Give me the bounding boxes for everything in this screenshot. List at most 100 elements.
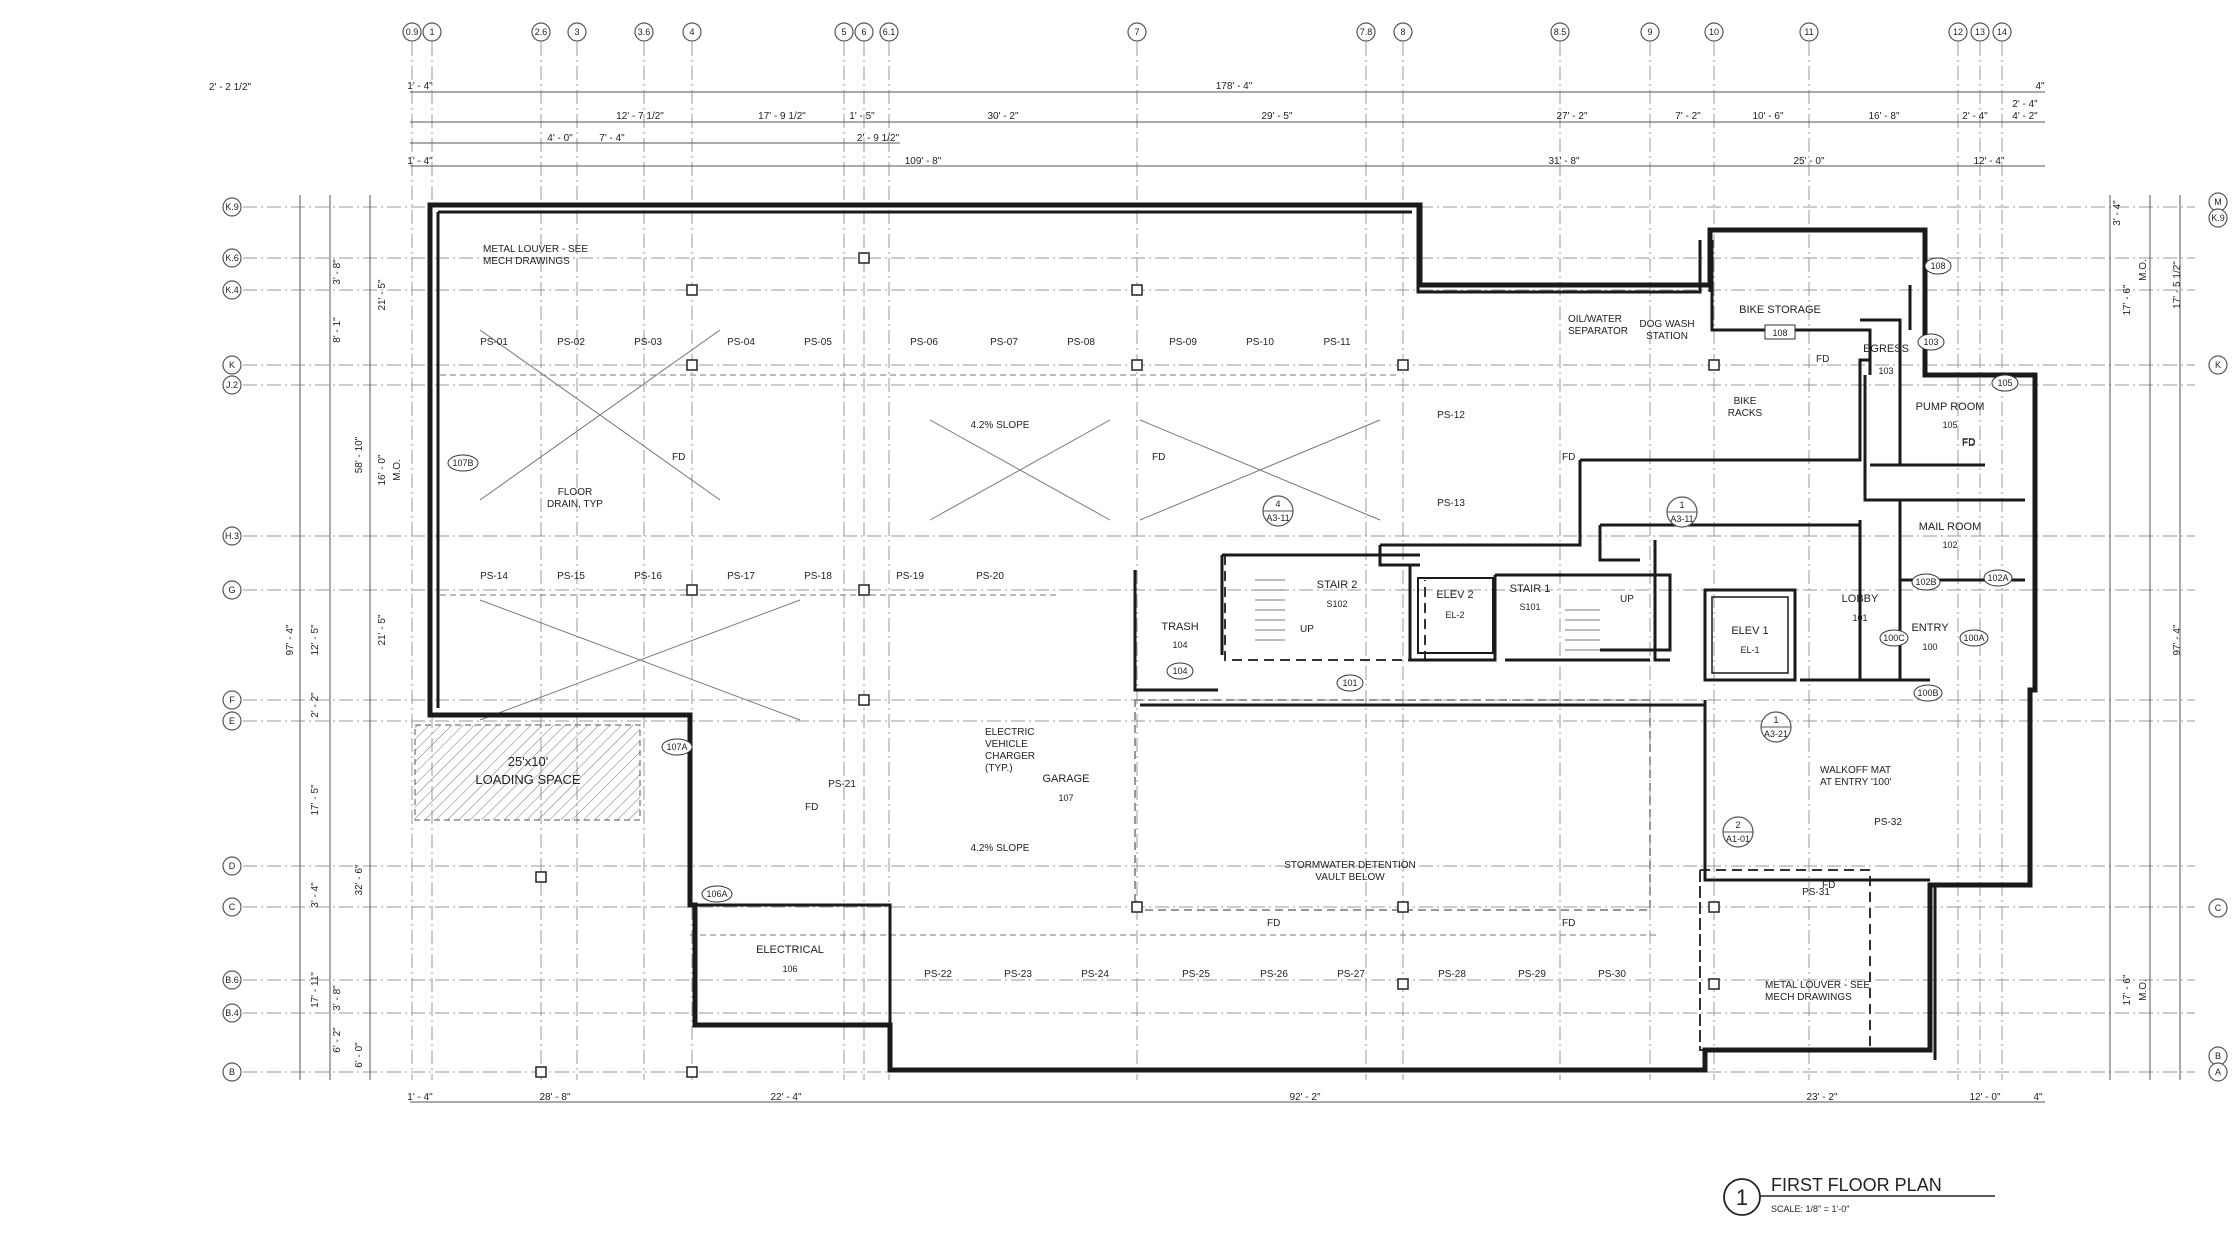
dim-bottom-6: 12' - 0" [1969, 1092, 2000, 1103]
dim-top-10: 16' - 8" [1868, 111, 1899, 122]
dim-top-22: 1' - 4" [407, 81, 433, 92]
grid-label-left: F [229, 695, 235, 705]
dashed-outlines [1134, 555, 1871, 1051]
dim-top-6: 29' - 5" [1261, 111, 1292, 122]
note-walkoff: WALKOFF MAT [1820, 765, 1891, 776]
parking-stall-label: PS-26 [1260, 969, 1288, 980]
note-fd: FD [1962, 438, 1975, 449]
grid-label-left: E [229, 716, 235, 726]
parking-stall-label: PS-32 [1874, 817, 1902, 828]
column [1708, 901, 1720, 913]
grid-label-top: 4 [689, 27, 694, 37]
column [1708, 359, 1720, 371]
room-name: MAIL ROOM [1919, 521, 1982, 533]
dim-top-3: 17' - 9 1/2" [758, 111, 806, 122]
dim-bottom-3: 22' - 4" [770, 1092, 801, 1103]
grid-label-top: 7 [1134, 27, 1139, 37]
door-tag: 100B [1917, 688, 1938, 698]
room-name: STAIR 2 [1317, 579, 1358, 591]
parking-stall-label: PS-19 [896, 571, 924, 582]
grid-label-right: K [2215, 360, 2221, 370]
dim-top-19: 31' - 8" [1548, 156, 1579, 167]
grid-label-top: 1 [429, 27, 434, 37]
section-sheet: A1-01 [1726, 834, 1750, 844]
grid-label-top: 12 [1953, 27, 1963, 37]
note-fd: FD [1822, 880, 1835, 891]
grid-bubble-top [531, 22, 551, 42]
dim-top-12: 2' - 4" [2012, 99, 2038, 110]
section-number: 2 [1735, 820, 1740, 830]
section-sheet: A3-11 [1670, 514, 1693, 524]
grid-label-right: M [2214, 197, 2222, 207]
title-number-circle [1723, 1178, 1761, 1216]
note-fd: FD [1152, 452, 1165, 463]
column [1131, 359, 1143, 371]
grid-label-right: C [2215, 903, 2222, 913]
parking-stall-label: PS-29 [1518, 969, 1546, 980]
room-name: ELECTRICAL [756, 944, 824, 956]
dim-left-4: 58' - 10" [354, 436, 365, 473]
dim-top-8: 7' - 2" [1675, 111, 1701, 122]
room-number: S102 [1326, 599, 1347, 609]
note-oil-separator: OIL/WATER [1568, 314, 1622, 325]
dim-right-5: 97' - 4" [2172, 624, 2183, 655]
grid-label-left: K [229, 360, 235, 370]
dim-bottom-4: 92' - 2" [1289, 1092, 1320, 1103]
parking-stall-label: PS-10 [1246, 337, 1274, 348]
note-floor-drain: FLOOR [558, 487, 592, 498]
grid-bubble-left [222, 197, 242, 217]
grid-label-top: 6 [861, 27, 866, 37]
grid-bubble-right [2208, 898, 2228, 918]
drawing-title: 1 FIRST FLOOR PLAN SCALE: 1/8" = 1'-0" [1723, 1175, 1995, 1216]
grid-bubble-left [222, 856, 242, 876]
dim-left-1: 3' - 8" [332, 259, 343, 285]
room-number: 105 [1942, 420, 1957, 430]
dim-left-5: 16' - 0" [377, 454, 388, 485]
column [1708, 978, 1720, 990]
door-tag: 107A [666, 742, 687, 752]
parking-stall-label: PS-13 [1437, 498, 1465, 509]
dim-top-24: 4" [2035, 81, 2045, 92]
dimensions-right: 3' - 4" 17' - 5 1/2" 17' - 6" M.O. 97' -… [2112, 200, 2183, 1006]
column [1131, 901, 1143, 913]
grid-bubble-top [1704, 22, 1724, 42]
grid-label-top: 9 [1647, 27, 1652, 37]
dim-top-23: 178' - 4" [1216, 81, 1253, 92]
note-slope: 4.2% SLOPE [971, 420, 1030, 431]
dim-bottom-1: 1' - 4" [407, 1092, 433, 1103]
note-dog-wash: DOG WASH [1639, 319, 1694, 330]
grid-label-left: B.4 [225, 1008, 239, 1018]
parking-stall-label: PS-24 [1081, 969, 1109, 980]
dimensions-top: 2' - 2 1/2" 12' - 7 1/2" 17' - 9 1/2" 1'… [209, 81, 2045, 167]
room-number: 108 [1772, 328, 1787, 338]
dimensions-bottom: 1' - 4" 28' - 8" 22' - 4" 92' - 2" 23' -… [407, 1092, 2043, 1103]
dim-left-14: 17' - 11" [310, 972, 321, 1008]
grid-bubble-top [634, 22, 654, 42]
grid-label-right: A [2215, 1067, 2221, 1077]
dim-right-2: 17' - 5 1/2" [2172, 261, 2183, 309]
dim-top-13: 4' - 2" [2012, 111, 2038, 122]
parking-stall-label: PS-22 [924, 969, 952, 980]
door-tag: 101 [1342, 678, 1357, 688]
grid-label-left: J.2 [226, 380, 238, 390]
room-name: EGRESS [1863, 343, 1909, 355]
grid-bubble-left [222, 580, 242, 600]
grid-bubble-top [1640, 22, 1660, 42]
walls [427, 202, 2038, 1073]
room-name: STAIR 1 [1510, 583, 1551, 595]
room-number: 101 [1852, 613, 1867, 623]
grid-bubble-top [1393, 22, 1413, 42]
grid-bubble-top [1970, 22, 1990, 42]
dim-top-21: 12' - 4" [1973, 156, 2004, 167]
room-name: ELEV 1 [1731, 625, 1768, 637]
loading-space-hatch [414, 724, 641, 821]
grid-bubble-left [222, 897, 242, 917]
grid-bubble-right [2208, 1062, 2228, 1082]
column [1131, 284, 1143, 296]
note-louver-top: METAL LOUVER - SEE [483, 244, 588, 255]
door-tag: 103 [1923, 337, 1938, 347]
room-name: GARAGE [1042, 773, 1089, 785]
grid-label-top: 8 [1400, 27, 1405, 37]
